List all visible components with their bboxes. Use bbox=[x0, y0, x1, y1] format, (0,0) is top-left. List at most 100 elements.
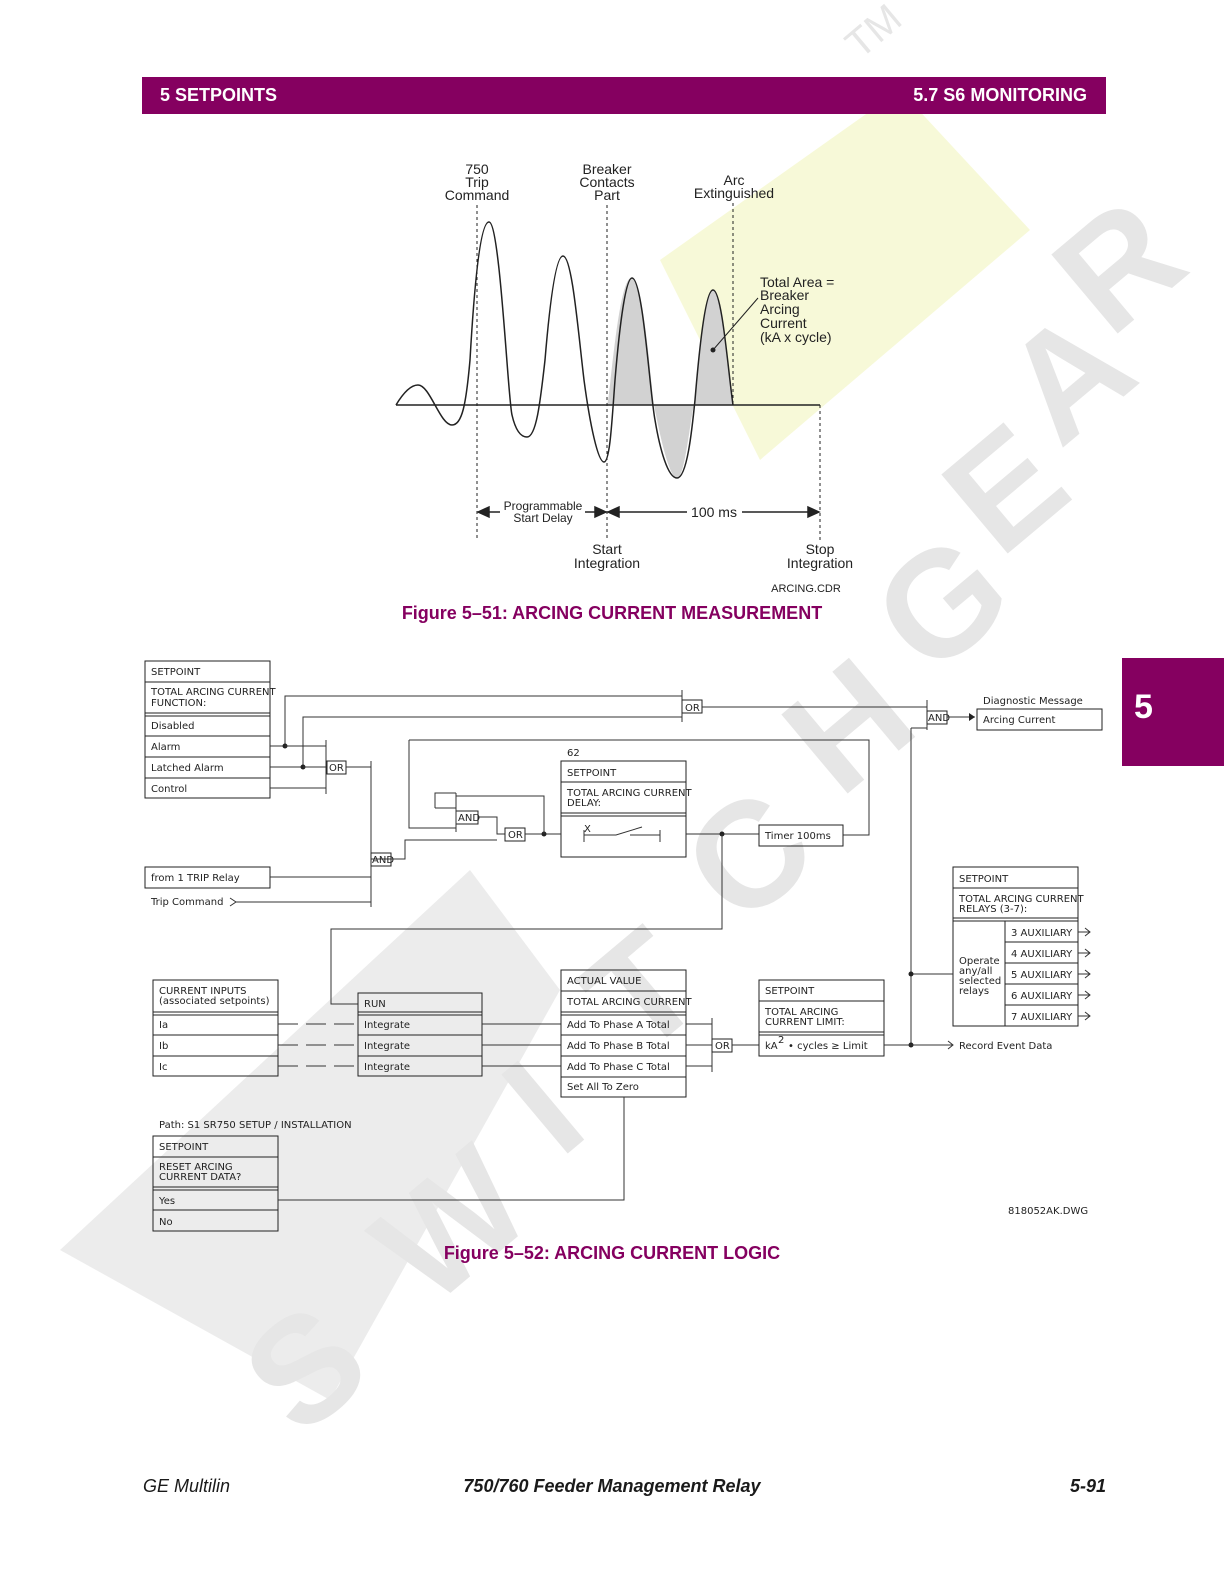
label-area-2: Breaker bbox=[760, 287, 809, 303]
figure-52-caption: Figure 5–52: ARCING CURRENT LOGIC bbox=[443, 1243, 781, 1263]
reset-option-yes: Yes bbox=[158, 1196, 175, 1207]
label-start-2: Integration bbox=[574, 555, 640, 571]
reset-setpoint-box bbox=[152, 1135, 279, 1232]
record-event-label: Record Event Data bbox=[959, 1041, 1052, 1052]
actual-value-title: ACTUAL VALUE bbox=[567, 976, 641, 987]
and-gate-left-label: AND bbox=[372, 855, 394, 866]
timer-label: Timer 100ms bbox=[764, 831, 831, 842]
limit-setpoint-name-1: TOTAL ARCING bbox=[764, 1007, 838, 1018]
label-area-4: Current bbox=[760, 315, 807, 331]
label-breaker-3: Part bbox=[594, 187, 620, 203]
label-delay-2: Start Delay bbox=[513, 511, 572, 525]
trip-relay-label: from 1 TRIP Relay bbox=[151, 873, 240, 884]
integrator-a: Integrate bbox=[364, 1020, 410, 1031]
delay-x-label: X bbox=[584, 824, 591, 835]
reset-setpoint-name-2: CURRENT DATA? bbox=[159, 1172, 241, 1183]
delay-setpoint-title: SETPOINT bbox=[567, 768, 617, 779]
actual-value-item-b: Add To Phase B Total bbox=[567, 1041, 670, 1052]
reset-option-no: No bbox=[159, 1217, 173, 1228]
diagnostic-message-box bbox=[976, 708, 1103, 731]
label-100ms: 100 ms bbox=[691, 504, 737, 520]
diagnostic-message-title: Diagnostic Message bbox=[983, 696, 1083, 707]
label-trip-3: Command bbox=[445, 187, 510, 203]
relays-operate-3: selected bbox=[959, 976, 1001, 987]
label-stop-2: Integration bbox=[787, 555, 853, 571]
relay-item-4: 4 AUXILIARY bbox=[1011, 949, 1073, 960]
function-option-disabled: Disabled bbox=[151, 721, 194, 732]
actual-value-name: TOTAL ARCING CURRENT bbox=[566, 997, 693, 1008]
label-arc-1: Arc bbox=[724, 172, 745, 188]
relays-setpoint-box bbox=[952, 866, 1079, 1027]
arcing-area-shading bbox=[607, 278, 820, 478]
label-start-1: Start bbox=[592, 541, 622, 557]
and-gate-mid-label: AND bbox=[458, 813, 480, 824]
footer-company: GE Multilin bbox=[143, 1476, 231, 1496]
or-gate-top-label: OR bbox=[685, 703, 700, 714]
function-option-latched-alarm: Latched Alarm bbox=[151, 763, 224, 774]
label-trip-2: Trip bbox=[465, 174, 489, 190]
function-setpoint-name-2: FUNCTION: bbox=[151, 698, 206, 709]
or-gate-low-label: OR bbox=[715, 1041, 730, 1052]
figure-file-name: ARCING.CDR bbox=[771, 583, 841, 595]
label-area-3: Arcing bbox=[760, 301, 800, 317]
diagnostic-message-text: Arcing Current bbox=[983, 715, 1056, 726]
actual-value-item-c: Add To Phase C Total bbox=[567, 1062, 670, 1073]
relays-setpoint-title: SETPOINT bbox=[959, 874, 1009, 885]
reset-setpoint-title: SETPOINT bbox=[159, 1142, 209, 1153]
actual-value-item-zero: Set All To Zero bbox=[567, 1082, 639, 1093]
label-breaker-2: Contacts bbox=[579, 174, 634, 190]
reset-path: Path: S1 SR750 SETUP / INSTALLATION bbox=[159, 1120, 352, 1131]
figure-51-caption: Figure 5–51: ARCING CURRENT MEASUREMENT bbox=[401, 603, 823, 623]
relay-item-6: 6 AUXILIARY bbox=[1011, 991, 1073, 1002]
subsection-title: 5.7 S6 MONITORING bbox=[913, 85, 1087, 105]
relays-operate-1: Operate bbox=[959, 956, 1000, 967]
area-pointer-line bbox=[712, 297, 759, 351]
trip-command-label: Trip Command bbox=[150, 897, 223, 908]
integrator-c: Integrate bbox=[364, 1062, 410, 1073]
svg-text:S: S bbox=[213, 1271, 398, 1464]
chapter-tab: 5 bbox=[1122, 658, 1224, 766]
page-header-bar: 5 SETPOINTS 5.7 S6 MONITORING bbox=[142, 77, 1106, 114]
chapter-number: 5 bbox=[1134, 688, 1153, 726]
current-inputs-title-1: CURRENT INPUTS bbox=[159, 986, 247, 997]
function-setpoint-box bbox=[144, 660, 271, 799]
or-gate-1-label: OR bbox=[329, 763, 344, 774]
relays-setpoint-name-2: RELAYS (3-7): bbox=[959, 904, 1027, 915]
relays-setpoint-name-1: TOTAL ARCING CURRENT bbox=[958, 894, 1085, 905]
delay-setpoint-number: 62 bbox=[567, 748, 580, 759]
current-input-ib: Ib bbox=[159, 1041, 168, 1052]
actual-value-box bbox=[560, 969, 687, 1098]
function-setpoint-title: SETPOINT bbox=[151, 667, 201, 678]
delay-setpoint-name-1: TOTAL ARCING CURRENT bbox=[566, 788, 693, 799]
relay-item-7: 7 AUXILIARY bbox=[1011, 1012, 1073, 1023]
current-inputs-box bbox=[152, 979, 279, 1077]
limit-setpoint-name-2: CURRENT LIMIT: bbox=[765, 1017, 845, 1028]
function-setpoint-name-1: TOTAL ARCING CURRENT bbox=[150, 687, 277, 698]
relays-operate-2: any/all bbox=[959, 966, 992, 977]
integrator-run: RUN bbox=[364, 999, 386, 1010]
label-breaker-1: Breaker bbox=[582, 161, 631, 177]
limit-formula-prefix: kA bbox=[765, 1041, 778, 1052]
label-area-1: Total Area = bbox=[760, 274, 834, 290]
current-input-ia: Ia bbox=[159, 1020, 168, 1031]
timer-box bbox=[758, 824, 844, 847]
footer-page-number: 5-91 bbox=[1069, 1476, 1106, 1496]
label-arc-2: Extinguished bbox=[694, 185, 774, 201]
current-input-ic: Ic bbox=[159, 1062, 167, 1073]
relay-item-3: 3 AUXILIARY bbox=[1011, 928, 1073, 939]
and-gate-diag-label: AND bbox=[928, 713, 950, 724]
label-stop-1: Stop bbox=[806, 541, 835, 557]
current-waveform bbox=[395, 221, 734, 479]
relays-operate-4: relays bbox=[959, 986, 989, 997]
actual-value-item-a: Add To Phase A Total bbox=[567, 1020, 670, 1031]
label-trip-1: 750 bbox=[465, 161, 489, 177]
integrator-b: Integrate bbox=[364, 1041, 410, 1052]
section-title: 5 SETPOINTS bbox=[160, 85, 278, 105]
current-inputs-title-2: (associated setpoints) bbox=[159, 996, 270, 1007]
diagram-file-name: 818052AK.DWG bbox=[1008, 1206, 1088, 1217]
limit-formula-exp: 2 bbox=[778, 1035, 784, 1046]
arcing-measurement-figure: 750 Trip Command Breaker Contacts Part A… bbox=[395, 161, 853, 595]
arcing-logic-diagram: SETPOINT TOTAL ARCING CURRENT FUNCTION: … bbox=[144, 660, 1103, 1232]
limit-setpoint-box bbox=[758, 979, 885, 1057]
reset-setpoint-name-1: RESET ARCING bbox=[159, 1162, 233, 1173]
